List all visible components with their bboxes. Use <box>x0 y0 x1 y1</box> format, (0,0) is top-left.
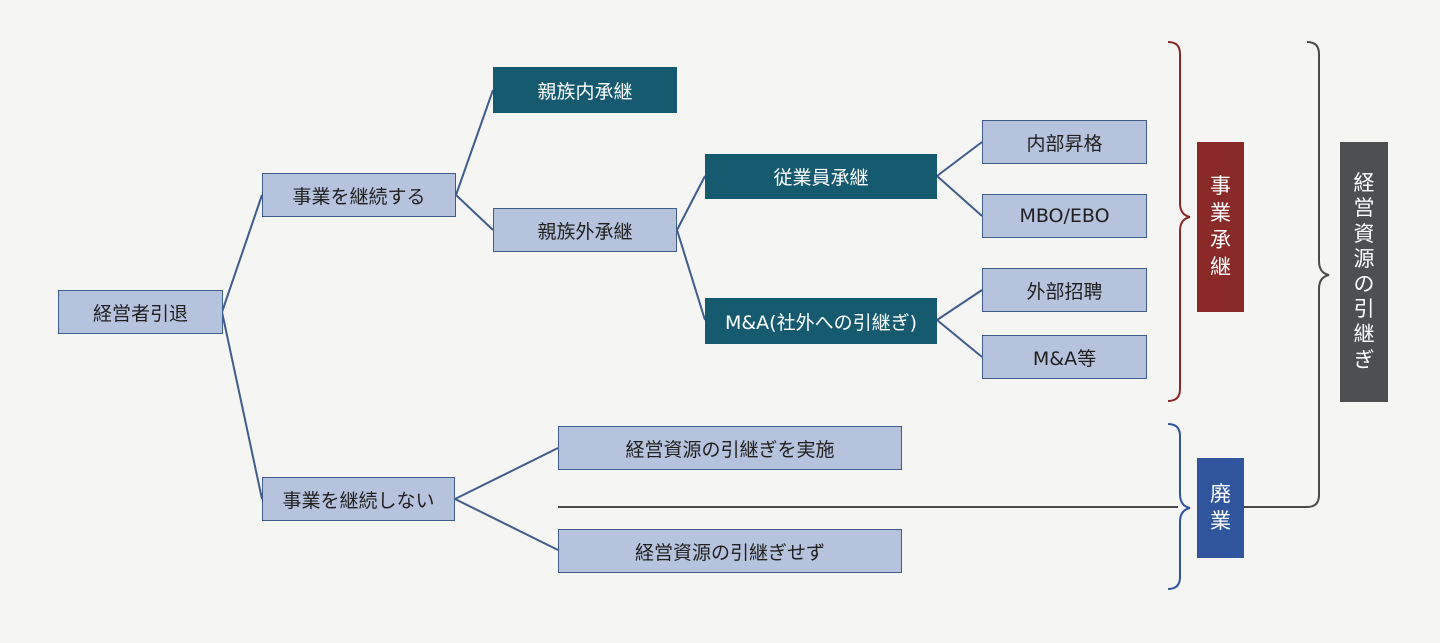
label-business-succession: 事 業 承 継 <box>1197 142 1244 312</box>
label-char: 承 <box>1210 228 1231 252</box>
node-mna-external: M&A(社外への引継ぎ) <box>705 298 937 344</box>
label-char: 継 <box>1210 254 1231 279</box>
label-char: 源 <box>1353 246 1375 271</box>
node-family-succession: 親族内承継 <box>493 67 677 113</box>
connector-root-discontinue <box>221 311 263 500</box>
label-closure: 廃 業 <box>1197 458 1244 558</box>
node-discontinue-business: 事業を継続しない <box>262 477 455 521</box>
connector-discontinue-resource-done <box>454 447 559 500</box>
connector-discontinue-resource-none <box>454 498 559 551</box>
node-external-hire: 外部招聘 <box>982 268 1147 312</box>
label-char: 業 <box>1210 201 1231 226</box>
node-resource-transfer-done: 経営資源の引継ぎを実施 <box>558 426 902 470</box>
label-char: ぎ <box>1353 347 1375 372</box>
label-char: 廃 <box>1210 482 1231 507</box>
brace-resource-transfer <box>1244 41 1330 508</box>
node-employee-succession: 従業員承継 <box>705 154 937 199</box>
connector-continue-family <box>455 89 494 196</box>
connector-nonfamily-employee <box>676 175 706 231</box>
connector-employee-mbo <box>936 175 983 217</box>
label-char: 引 <box>1353 297 1375 322</box>
connector-continue-nonfamily <box>455 194 494 231</box>
label-resource-transfer: 経 営 資 源 の 引 継 ぎ <box>1340 142 1388 402</box>
connector-mna-external <box>936 289 983 321</box>
label-char: 業 <box>1210 509 1231 533</box>
label-char: の <box>1353 272 1375 296</box>
label-char: 継 <box>1353 322 1375 347</box>
connector-nonfamily-mna <box>676 229 706 321</box>
node-internal-promotion: 内部昇格 <box>982 120 1147 164</box>
label-char: 資 <box>1353 221 1375 246</box>
brace-business-succession <box>1167 41 1191 402</box>
connector-employee-internal <box>936 141 983 177</box>
brace-closure <box>1167 423 1191 590</box>
label-char: 経 <box>1353 171 1375 196</box>
node-mna-etc: M&A等 <box>982 335 1147 379</box>
node-non-family-succession: 親族外承継 <box>493 208 677 252</box>
node-resource-transfer-none: 経営資源の引継ぎせず <box>558 529 902 573</box>
label-char: 事 <box>1210 174 1231 199</box>
label-char: 営 <box>1353 196 1375 221</box>
node-mbo-ebo: MBO/EBO <box>982 194 1147 238</box>
connector-mna-etc <box>936 319 983 358</box>
node-continue-business: 事業を継続する <box>262 173 456 217</box>
node-owner-retirement: 経営者引退 <box>58 290 223 334</box>
connector-root-continue <box>221 194 263 313</box>
